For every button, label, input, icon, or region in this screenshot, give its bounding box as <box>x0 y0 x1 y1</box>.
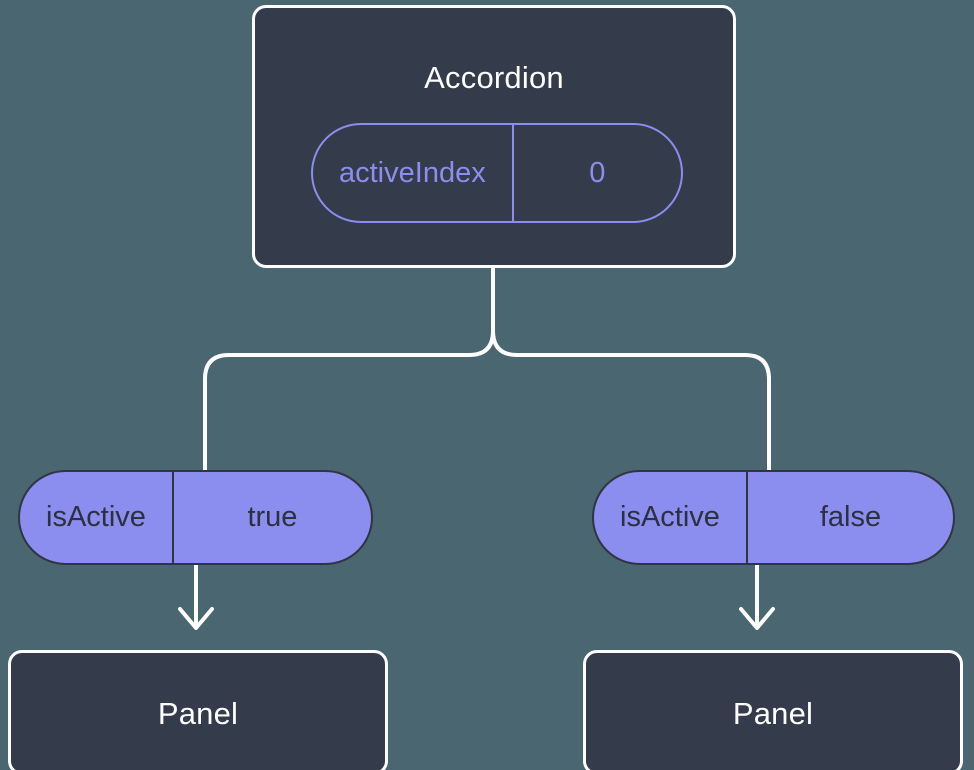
arrow-head-left <box>178 607 214 630</box>
prop-pill-value: true <box>247 501 298 533</box>
prop-pill-value: false <box>819 501 882 533</box>
prop-pill-isactive-true[interactable]: isActive true <box>18 470 373 565</box>
prop-pill-key: isActive <box>20 472 174 563</box>
component-node-panel-left[interactable]: Panel <box>8 650 388 770</box>
state-pill-activeindex[interactable]: activeIndex 0 <box>311 123 683 223</box>
component-title-accordion: Accordion <box>424 60 564 95</box>
component-node-accordion[interactable]: Accordion activeIndex 0 <box>252 5 736 268</box>
component-title-panel-left: Panel <box>157 696 239 731</box>
component-node-panel-right[interactable]: Panel <box>583 650 963 770</box>
state-pill-value: 0 <box>589 156 606 189</box>
arrow-head-right <box>739 607 775 630</box>
connector-to-left-branch <box>203 266 495 472</box>
component-title-panel-right: Panel <box>732 696 814 731</box>
prop-pill-isactive-false[interactable]: isActive false <box>592 470 955 565</box>
state-pill-key: activeIndex <box>313 125 514 221</box>
connector-to-right-branch <box>491 266 771 472</box>
prop-pill-key: isActive <box>594 472 748 563</box>
